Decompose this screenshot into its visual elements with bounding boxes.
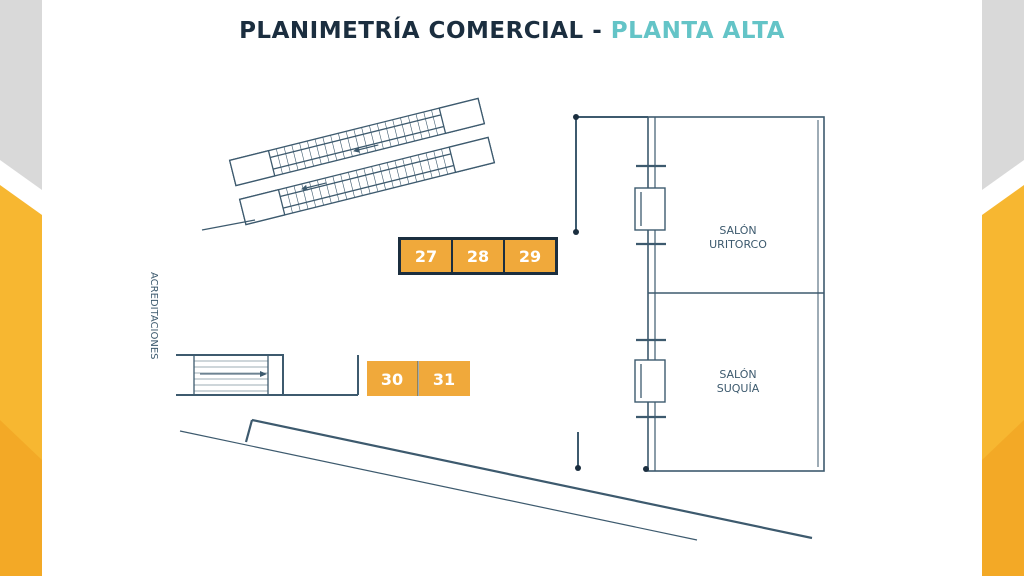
corridor-wall — [573, 114, 648, 471]
right-decor-band — [982, 0, 1024, 576]
room-suquia-line2: SUQUÍA — [717, 382, 760, 395]
room-uritorco-line1: SALÓN — [719, 224, 756, 237]
room-uritorco-label: SALÓN URITORCO — [709, 224, 767, 251]
booth-31[interactable]: 31 — [419, 361, 470, 396]
page-title: PLANIMETRÍA COMERCIAL - PLANTA ALTA — [0, 18, 1024, 44]
title-accent: PLANTA ALTA — [610, 18, 785, 44]
room-uritorco-line2: URITORCO — [709, 238, 767, 251]
booth-30[interactable]: 30 — [367, 361, 418, 396]
stairs-icon — [176, 354, 359, 396]
booth-31-label: 31 — [433, 370, 455, 389]
booth-30-label: 30 — [381, 370, 403, 389]
left-decor-band — [0, 0, 42, 576]
bottom-walls — [179, 418, 813, 541]
booth-28[interactable]: 28 — [453, 240, 503, 272]
escalator-icon — [228, 97, 496, 226]
wall-escalator — [201, 219, 256, 231]
booth-29[interactable]: 29 — [505, 240, 555, 272]
booth-27-label: 27 — [415, 247, 437, 266]
booth-29-label: 29 — [519, 247, 541, 266]
room-suquia-line1: SALÓN — [719, 368, 756, 381]
booths-upper: 27 28 29 — [398, 237, 558, 275]
title-main: PLANIMETRÍA COMERCIAL — [239, 18, 584, 44]
salon-rooms — [634, 116, 825, 472]
title-separator: - — [592, 18, 603, 44]
acreditaciones-label: ACREDITACIONES — [148, 272, 159, 360]
booth-27[interactable]: 27 — [401, 240, 451, 272]
booth-28-label: 28 — [467, 247, 489, 266]
booths-lower: 30 31 — [367, 361, 470, 396]
room-suquia-label: SALÓN SUQUÍA — [717, 368, 760, 395]
